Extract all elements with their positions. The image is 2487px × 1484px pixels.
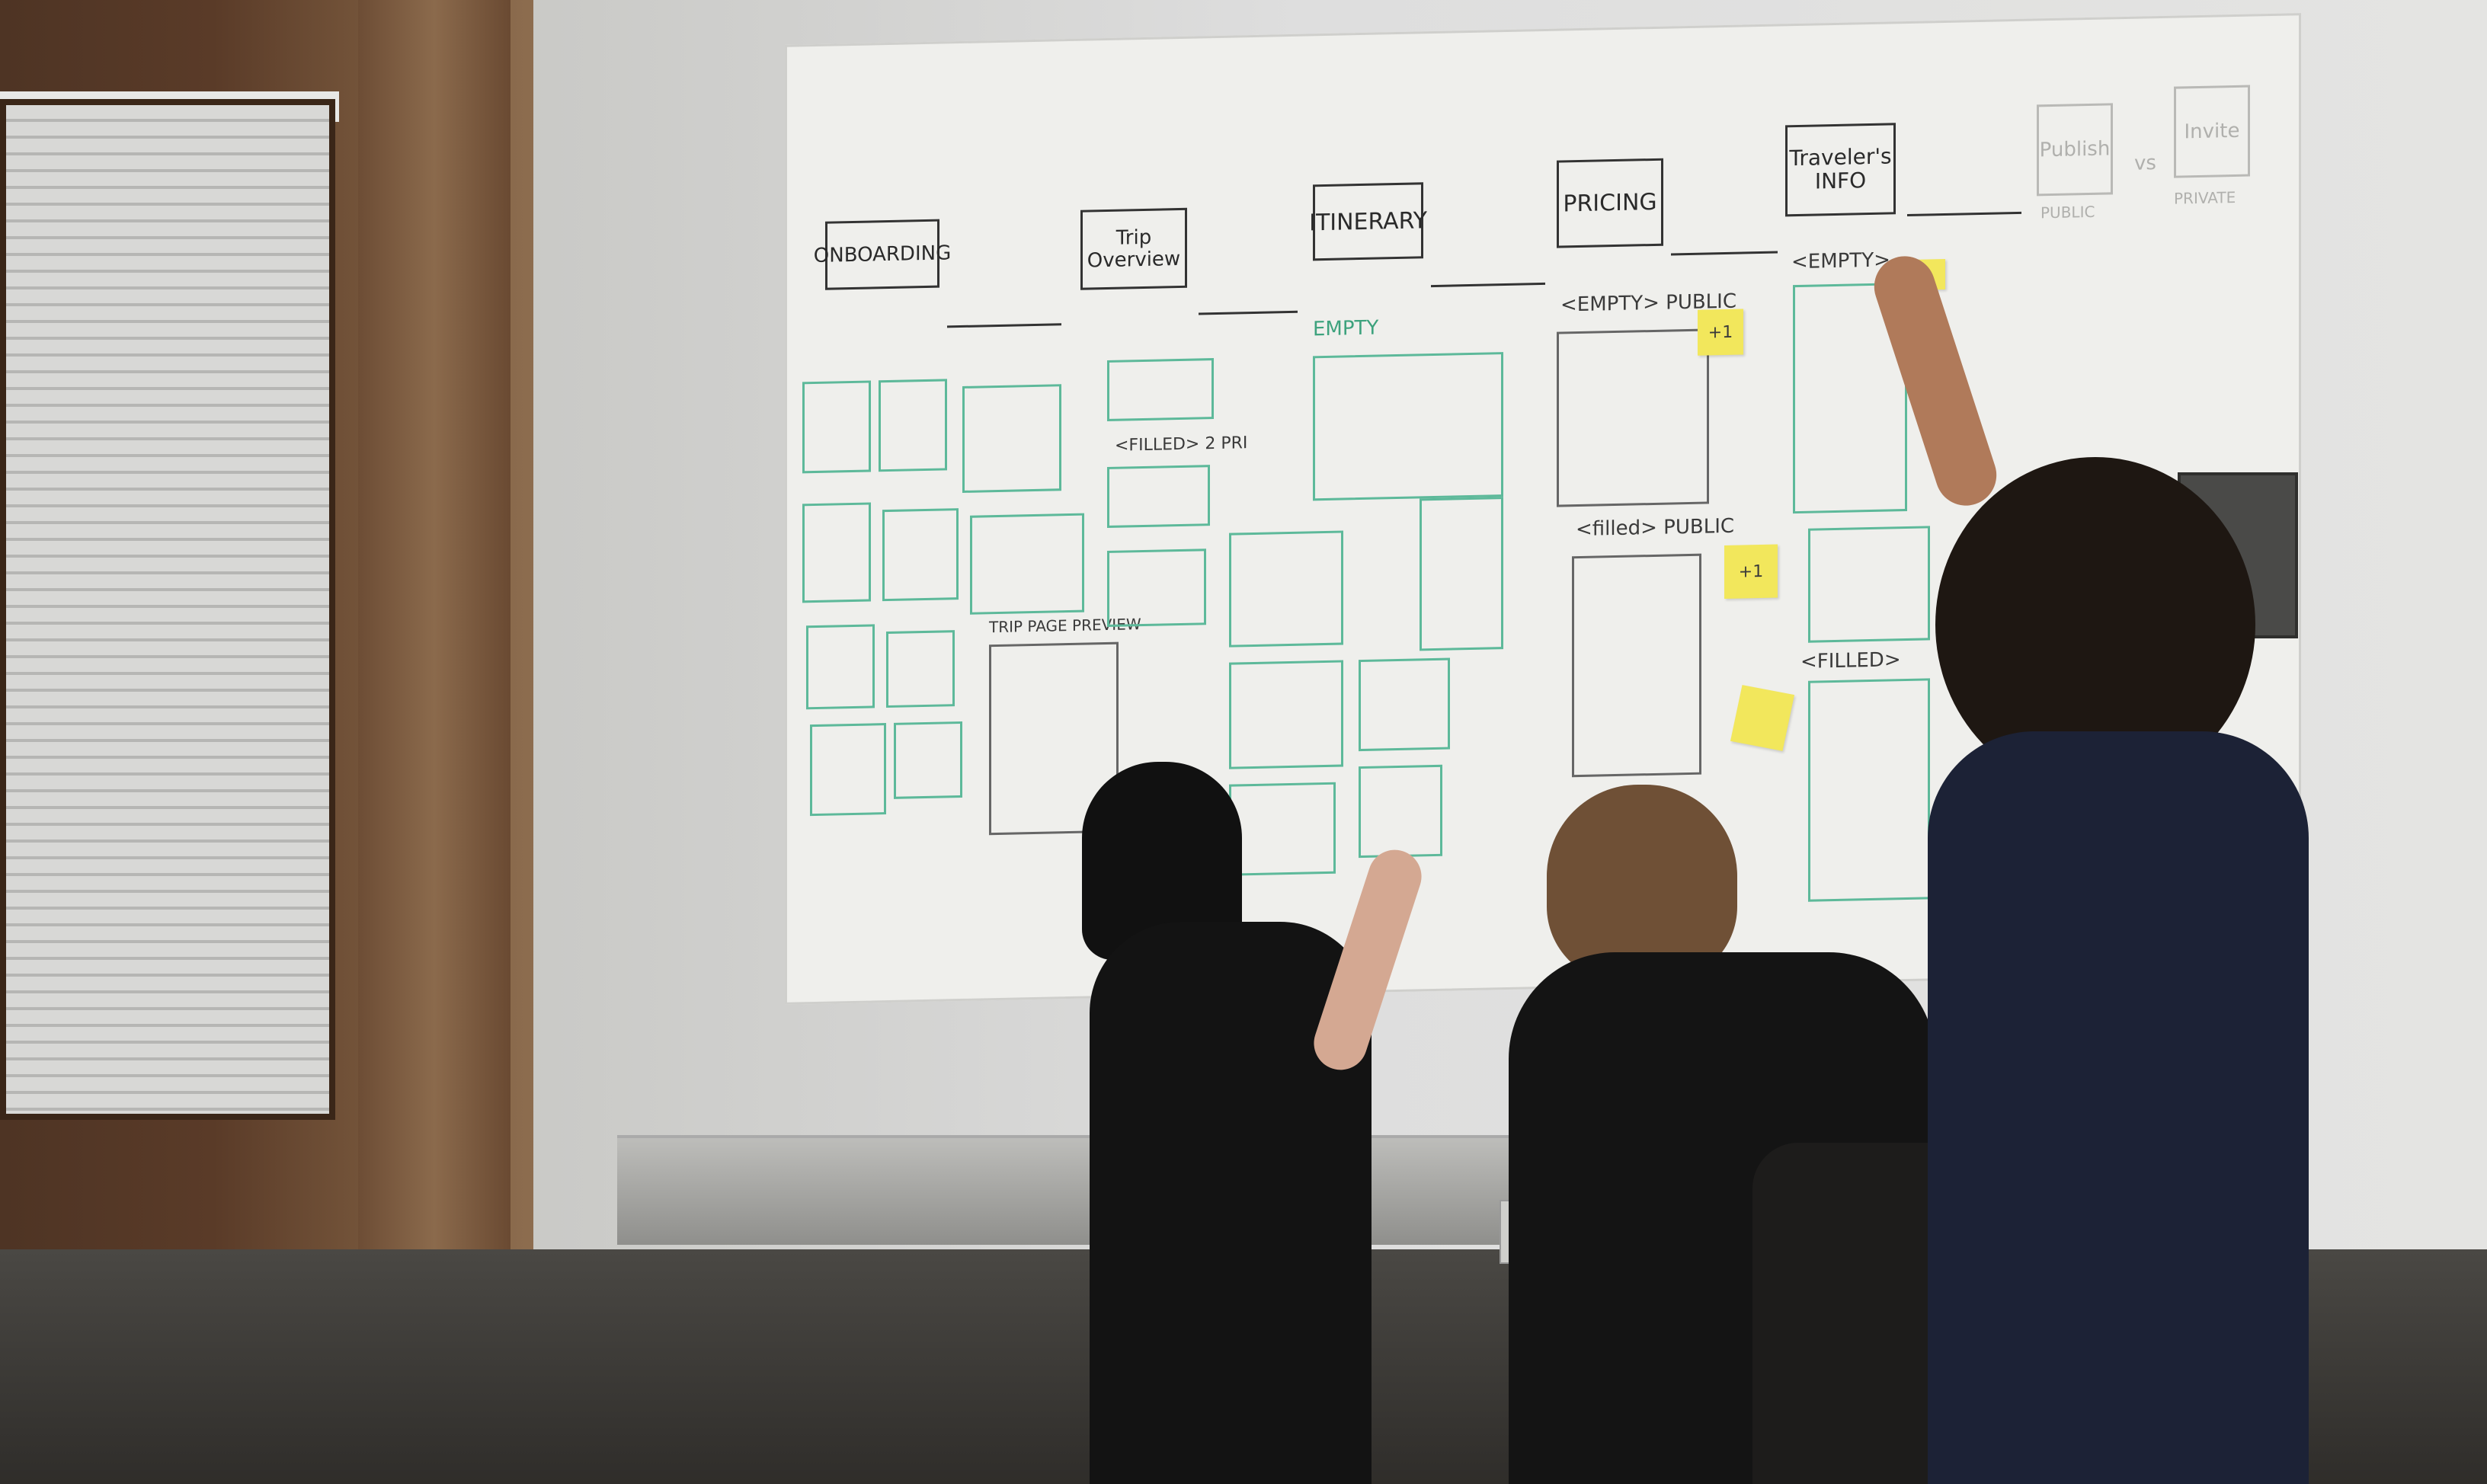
wireframe-sketch bbox=[1229, 782, 1336, 876]
header-itinerary: ITINERARY bbox=[1309, 182, 1427, 261]
label-travelers-filled: <FILLED> bbox=[1800, 648, 1901, 673]
header-onboarding: ONBOARDING bbox=[814, 219, 951, 290]
wireframe-sketch bbox=[879, 379, 947, 472]
wireframe-sketch bbox=[1229, 660, 1343, 769]
wireframe-sketch bbox=[806, 624, 875, 710]
wireframe-sketch bbox=[886, 630, 955, 708]
label-travelers-empty: <EMPTY> bbox=[1791, 248, 1890, 274]
wireframe-sketch bbox=[1359, 657, 1450, 752]
label-vs: vs bbox=[2134, 152, 2156, 175]
person-right-body bbox=[1928, 731, 2309, 1484]
label-itinerary-empty: EMPTY bbox=[1313, 316, 1379, 341]
label-overview-filled: <FILLED> 2 PRI bbox=[1115, 433, 1248, 456]
header-trip-overview: Trip Overview bbox=[1080, 207, 1187, 290]
wireframe-sketch bbox=[1107, 358, 1214, 421]
arrow-5 bbox=[1907, 211, 2021, 216]
wireframe-sketch bbox=[962, 384, 1061, 493]
wireframe-sketch bbox=[810, 723, 886, 817]
arrow-2 bbox=[1199, 310, 1298, 315]
wireframe-sketch bbox=[970, 513, 1084, 615]
header-travelers-info: Traveler's INFO bbox=[1785, 123, 1896, 217]
arrow-1 bbox=[947, 323, 1061, 328]
person-center-head bbox=[1547, 785, 1737, 983]
sticky-note bbox=[1730, 685, 1795, 751]
wireframe-sketch bbox=[1107, 465, 1210, 528]
header-invite: Invite bbox=[2174, 85, 2250, 178]
wireframe-sketch bbox=[1808, 526, 1930, 643]
baseboard-heater bbox=[617, 1135, 1516, 1245]
label-public: PUBLIC bbox=[2040, 202, 2095, 222]
wireframe-sketch bbox=[882, 508, 959, 602]
wireframe-sketch bbox=[1229, 530, 1343, 648]
wireframe-sketch bbox=[802, 502, 871, 603]
wireframe-sketch bbox=[1808, 678, 1930, 902]
sticky-note: +1 bbox=[1724, 544, 1778, 600]
wireframe-sketch bbox=[1572, 553, 1701, 778]
arrow-3 bbox=[1431, 282, 1545, 288]
wireframe-sketch bbox=[1359, 764, 1442, 859]
wireframe-sketch bbox=[802, 380, 871, 474]
header-publish: Publish bbox=[2037, 103, 2113, 197]
label-pricing-filled: <filled> PUBLIC bbox=[1576, 514, 1735, 542]
wireframe-sketch bbox=[1313, 352, 1503, 501]
wireframe-sketch bbox=[894, 721, 962, 799]
wireframe-sketch bbox=[1420, 497, 1503, 651]
header-pricing: PRICING bbox=[1557, 158, 1663, 248]
sticky-note: +1 bbox=[1698, 309, 1743, 356]
arrow-4 bbox=[1671, 251, 1778, 256]
label-private: PRIVATE bbox=[2174, 187, 2236, 208]
wireframe-sketch bbox=[1107, 549, 1206, 627]
wood-beam bbox=[358, 0, 511, 1371]
wireframe-sketch bbox=[1557, 328, 1709, 507]
window-blinds bbox=[0, 99, 335, 1120]
